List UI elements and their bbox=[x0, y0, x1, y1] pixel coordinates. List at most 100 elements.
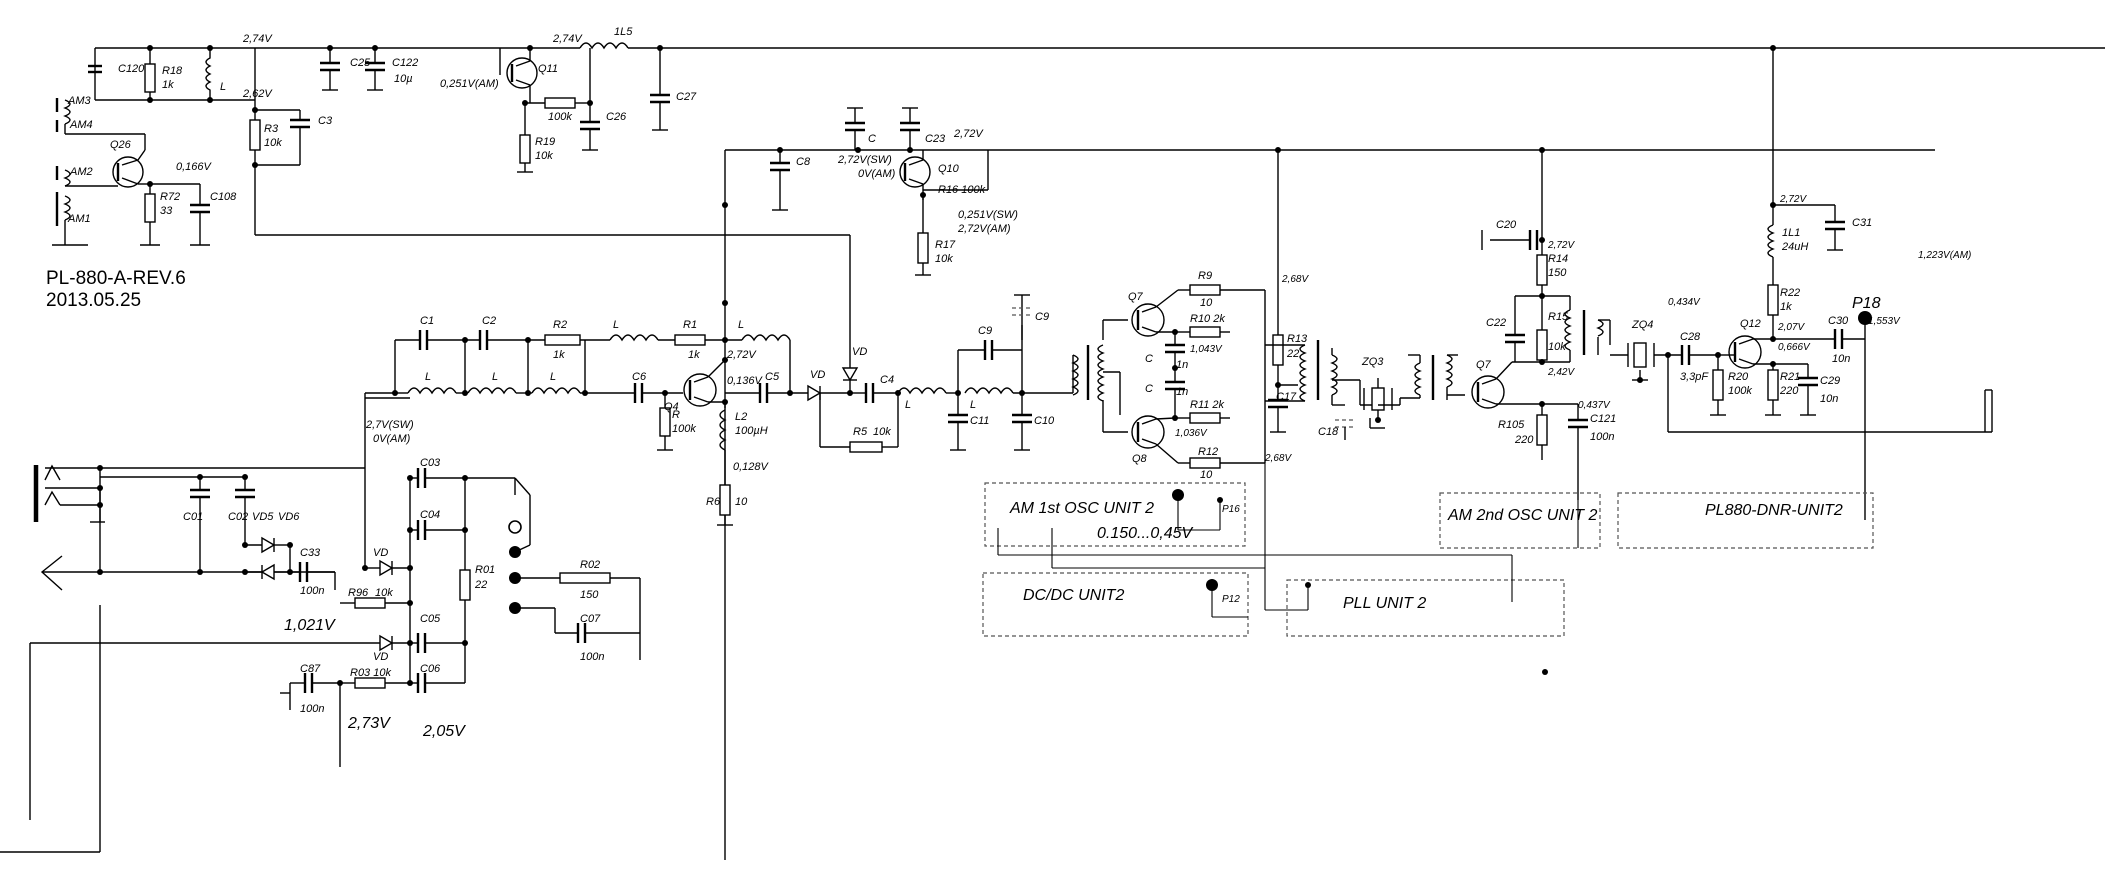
input-coil-network bbox=[52, 45, 256, 246]
component-label: C07 bbox=[580, 613, 601, 625]
component-label: R16 100k bbox=[938, 184, 986, 196]
component-label: R9 bbox=[1198, 270, 1212, 282]
voltage-label: 0V(AM) bbox=[373, 433, 411, 445]
voltage-label: 2,7V(SW) bbox=[365, 419, 414, 431]
unit-label-am1-osc: AM 1st OSC UNIT 2 bbox=[1009, 500, 1154, 517]
component-label: Q11 bbox=[538, 63, 558, 75]
transistor-q8-mixer bbox=[1131, 415, 1266, 469]
component-label: R1 bbox=[683, 319, 697, 331]
component-label: 1L5 bbox=[614, 26, 633, 38]
component-label: R12 bbox=[1198, 446, 1218, 458]
transistor-q7-osc2 bbox=[1471, 361, 1588, 500]
component-label: C01 bbox=[183, 511, 203, 523]
voltage-range-label: 0.150...0,45V bbox=[1097, 525, 1194, 542]
transformer-q7-right bbox=[1400, 354, 1465, 400]
component-label: VD6 bbox=[278, 511, 300, 523]
component-label: R22 bbox=[1780, 287, 1800, 299]
voltage-label: 0,128V bbox=[733, 461, 770, 473]
component-label: C120 bbox=[118, 63, 145, 75]
component-label: R19 bbox=[535, 136, 555, 148]
voltage-label: 2,74V bbox=[552, 33, 583, 45]
component-label: C30 bbox=[1828, 315, 1849, 327]
component-label: C121 bbox=[1590, 413, 1616, 425]
component-label: 1k bbox=[1780, 301, 1792, 313]
component-label: C3 bbox=[318, 115, 333, 127]
component-label: C11 bbox=[970, 415, 989, 427]
component-label: 22 bbox=[474, 579, 487, 591]
voltage-label: 0,136V bbox=[727, 375, 764, 387]
component-label: C31 bbox=[1852, 217, 1872, 229]
component-label: 1L1 bbox=[1782, 227, 1800, 239]
voltage-label: 1,021V bbox=[284, 617, 336, 634]
caps-c25-c122 bbox=[320, 45, 385, 91]
component-label: Q7 bbox=[1128, 291, 1144, 303]
power-switch-network bbox=[29, 397, 641, 820]
transistor-q10 bbox=[724, 107, 989, 860]
component-label: Q10 bbox=[938, 163, 960, 175]
component-label: C29 bbox=[1820, 375, 1840, 387]
voltage-label: 2,05V bbox=[422, 723, 466, 740]
balanced-mixer-transformer bbox=[1071, 319, 1128, 433]
unit-label-am2-osc: AM 2nd OSC UNIT 2 bbox=[1447, 507, 1597, 524]
component-label: C bbox=[1145, 383, 1153, 395]
unit-boxes bbox=[982, 482, 1874, 637]
component-label: R72 bbox=[160, 191, 180, 203]
voltage-label: 2,07V bbox=[1777, 322, 1805, 333]
component-label: VD5 bbox=[252, 511, 274, 523]
component-label: C6 bbox=[632, 371, 647, 383]
component-label: R17 bbox=[935, 239, 956, 251]
component-label: C9 bbox=[1035, 311, 1049, 323]
component-label: P16 bbox=[1222, 504, 1240, 515]
voltage-label: 2,72V bbox=[1547, 240, 1575, 251]
component-label: 100µH bbox=[735, 425, 768, 437]
component-label: R96 bbox=[348, 587, 369, 599]
component-label: 3,3pF bbox=[1680, 371, 1709, 383]
component-label: 150 bbox=[580, 589, 599, 601]
component-label: Q8 bbox=[1132, 453, 1148, 465]
unit-label-dcdc: DC/DC UNIT2 bbox=[1023, 587, 1124, 604]
component-label: VD bbox=[810, 369, 825, 381]
board-date: 2013.05.25 bbox=[46, 290, 141, 311]
control-wires bbox=[997, 463, 1579, 675]
voltage-label: 0,251V(AM) bbox=[440, 78, 499, 90]
component-label: C06 bbox=[420, 663, 441, 675]
component-label: C122 bbox=[392, 57, 418, 69]
component-label: C22 bbox=[1486, 317, 1506, 329]
component-label: R3 bbox=[264, 123, 279, 135]
component-label: R14 bbox=[1548, 253, 1568, 265]
component-label: L bbox=[425, 371, 431, 383]
voltage-label: 1,036V bbox=[1175, 428, 1208, 439]
component-label: R21 bbox=[1780, 371, 1800, 383]
component-label: C bbox=[1145, 353, 1153, 365]
component-label: C1 bbox=[420, 315, 434, 327]
voltage-label: 2,72V bbox=[953, 128, 984, 140]
input-jack-area bbox=[0, 464, 365, 853]
component-label: 100k bbox=[1728, 385, 1752, 397]
component-label: AM4 bbox=[69, 119, 93, 131]
voltage-label: 2,74V bbox=[242, 33, 273, 45]
component-label: C5 bbox=[765, 371, 780, 383]
voltage-label: 2,72V(AM) bbox=[957, 223, 1011, 235]
component-label: 24uH bbox=[1781, 241, 1808, 253]
component-label: Q4 bbox=[664, 401, 679, 413]
component-label: 10 bbox=[735, 496, 748, 508]
component-label: AM3 bbox=[67, 95, 92, 107]
component-label: 10k bbox=[264, 137, 282, 149]
component-label: C28 bbox=[1680, 331, 1701, 343]
voltage-label: 2,72V bbox=[1779, 194, 1807, 205]
component-label: C8 bbox=[796, 156, 811, 168]
component-label: R20 bbox=[1728, 371, 1749, 383]
zq4-q12-stage bbox=[1596, 48, 1993, 520]
component-label: ZQ3 bbox=[1361, 356, 1384, 368]
component-label: 220 bbox=[1779, 385, 1799, 397]
transistor-q26 bbox=[112, 149, 210, 246]
voltage-label: 0,166V bbox=[176, 161, 213, 173]
component-label: R03 10k bbox=[350, 667, 391, 679]
component-label: 10k bbox=[873, 426, 891, 438]
component-label: C26 bbox=[606, 111, 627, 123]
component-label: ZQ4 bbox=[1631, 319, 1653, 331]
component-label: R2 bbox=[553, 319, 567, 331]
unit-label-dnr: PL880-DNR-UNIT2 bbox=[1705, 502, 1843, 519]
voltage-label: 2,42V bbox=[1547, 367, 1575, 378]
